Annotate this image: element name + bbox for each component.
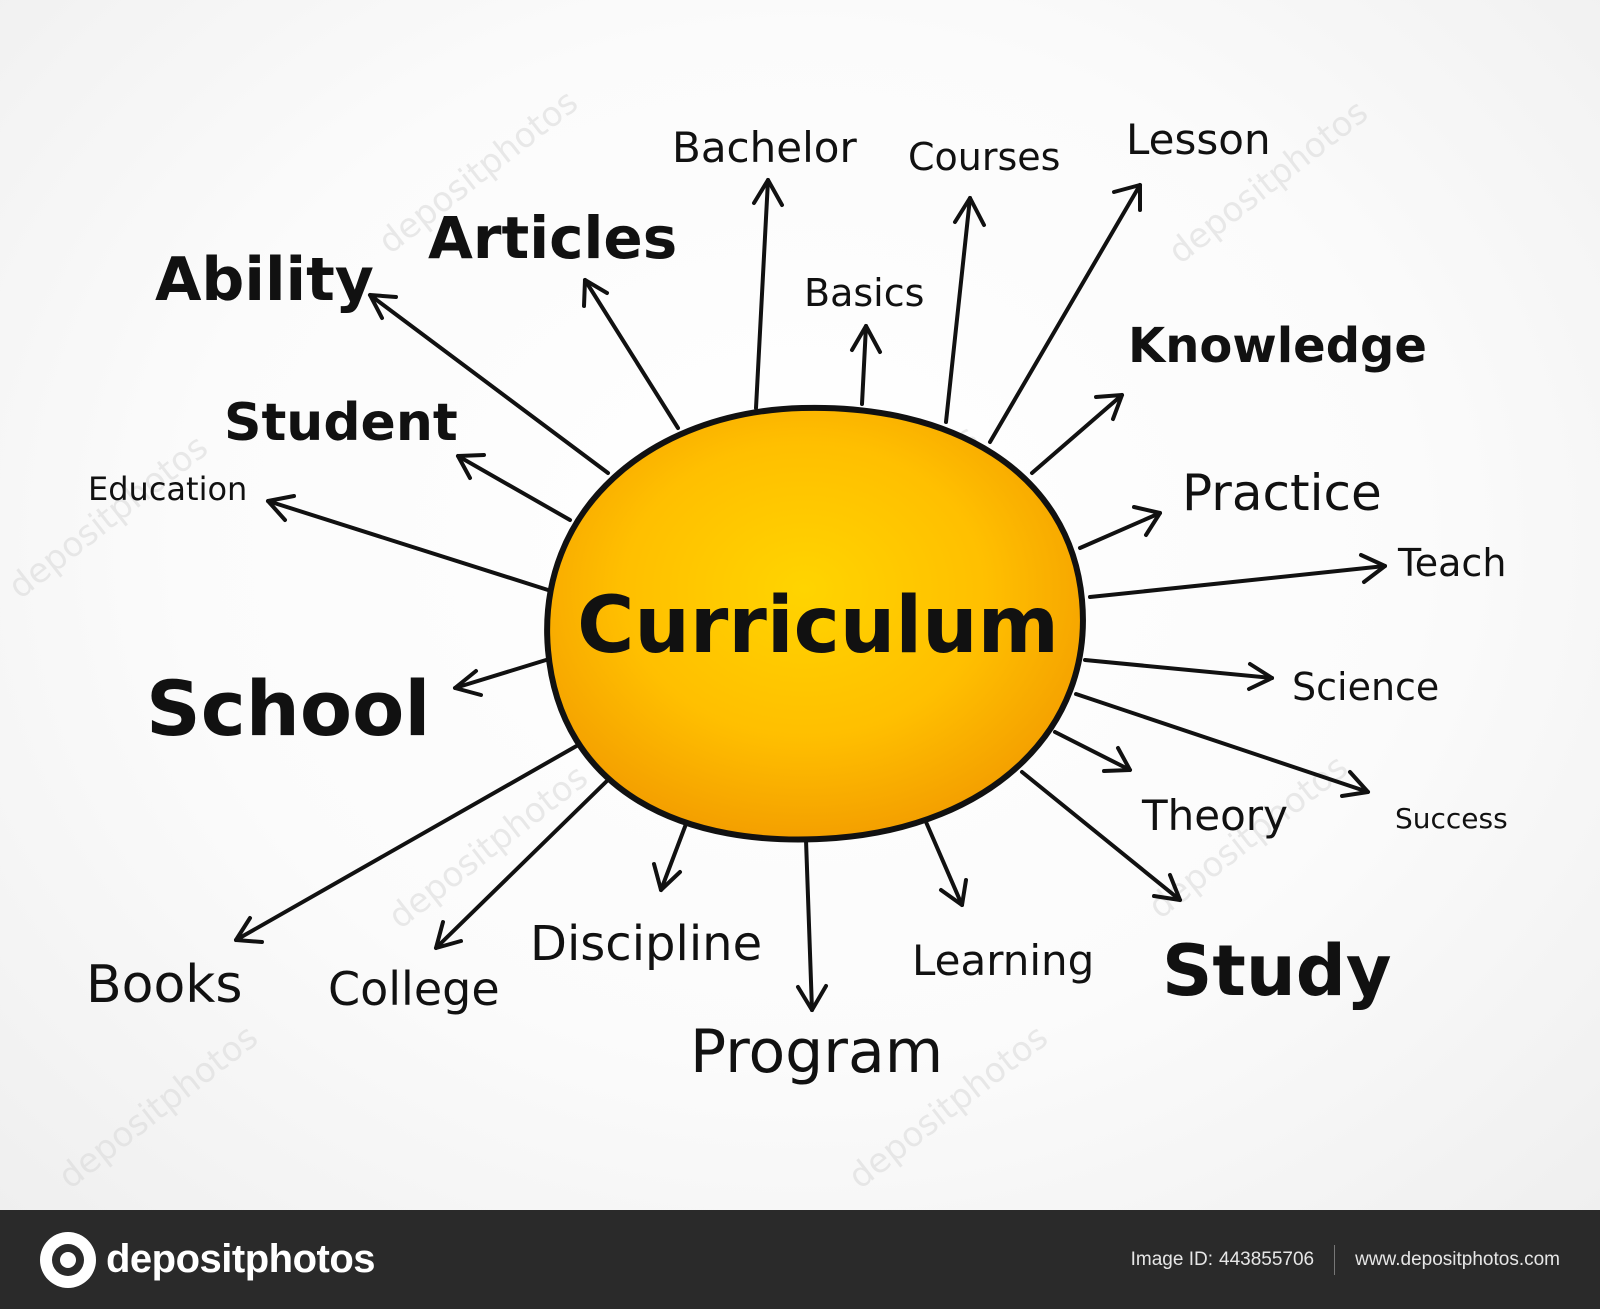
- arrow-basics: [850, 324, 882, 406]
- arrow-ability: [368, 293, 610, 475]
- branch-label-theory: Theory: [1141, 791, 1288, 840]
- branch-label-college: College: [328, 962, 500, 1016]
- arrow-college: [434, 774, 614, 950]
- arrow-program: [796, 838, 828, 1012]
- footer-bar: depositphotos Image ID: 443855706 www.de…: [0, 1210, 1600, 1309]
- branch-label-study: Study: [1162, 930, 1391, 1012]
- arrow-school: [453, 658, 548, 697]
- arrow-bachelor: [752, 178, 784, 410]
- footer-logo[interactable]: depositphotos: [40, 1231, 376, 1288]
- site-link[interactable]: www.depositphotos.com: [1355, 1248, 1560, 1270]
- branch-label-practice: Practice: [1182, 464, 1382, 522]
- arrow-student: [456, 453, 572, 522]
- image-id-label: Image ID:: [1130, 1248, 1213, 1270]
- arrow-practice: [1078, 505, 1162, 550]
- arrow-study: [1020, 770, 1182, 902]
- branch-label-articles: Articles: [428, 204, 677, 272]
- arrow-learning: [924, 820, 968, 907]
- arrow-books: [234, 742, 582, 944]
- logo-text: depositphotos: [106, 1237, 376, 1281]
- arrows: [234, 178, 1387, 1012]
- arrow-discipline: [652, 822, 688, 892]
- watermark-text: depositphotos: [51, 1017, 266, 1197]
- arrow-education: [266, 494, 550, 592]
- footer-info: Image ID: 443855706 www.depositphotos.co…: [1130, 1244, 1560, 1275]
- arrow-lesson: [988, 183, 1142, 444]
- arrow-theory: [1053, 730, 1132, 773]
- branch-label-bachelor: Bachelor: [672, 123, 857, 172]
- branch-label-science: Science: [1292, 665, 1439, 709]
- arrow-articles: [582, 278, 680, 430]
- branch-label-discipline: Discipline: [530, 916, 762, 972]
- mind-map: depositphotos depositphotos depositphoto…: [1, 82, 1508, 1197]
- watermark-text: depositphotos: [381, 757, 596, 937]
- diagram-canvas: depositphotos depositphotos depositphoto…: [0, 0, 1600, 1210]
- branch-label-school: School: [146, 664, 430, 753]
- branch-label-ability: Ability: [155, 245, 374, 315]
- branch-label-basics: Basics: [804, 271, 924, 315]
- branch-labels: Ability Articles Bachelor Courses Lesson…: [86, 115, 1508, 1087]
- branch-label-teach: Teach: [1397, 541, 1506, 585]
- center-label: Curriculum: [577, 581, 1059, 671]
- center-node: Curriculum: [544, 404, 1086, 843]
- arrow-success: [1074, 692, 1370, 798]
- watermark-text: depositphotos: [1, 427, 216, 607]
- arrow-science: [1083, 658, 1274, 691]
- footer-divider: [1334, 1244, 1336, 1275]
- arrow-teach: [1088, 553, 1387, 599]
- branch-label-lesson: Lesson: [1126, 115, 1271, 164]
- branch-label-success: Success: [1395, 802, 1508, 835]
- branch-label-courses: Courses: [908, 135, 1060, 179]
- arrow-knowledge: [1030, 393, 1124, 475]
- branch-label-books: Books: [86, 955, 243, 1015]
- camera-icon: [40, 1231, 96, 1288]
- image-id-value: 443855706: [1219, 1248, 1315, 1270]
- branch-label-learning: Learning: [912, 936, 1094, 985]
- branch-label-knowledge: Knowledge: [1128, 318, 1427, 374]
- branch-label-education: Education: [88, 470, 247, 508]
- center-oval: [544, 404, 1086, 843]
- arrow-courses: [944, 196, 986, 424]
- branch-label-student: Student: [224, 393, 458, 453]
- branch-label-program: Program: [690, 1017, 943, 1087]
